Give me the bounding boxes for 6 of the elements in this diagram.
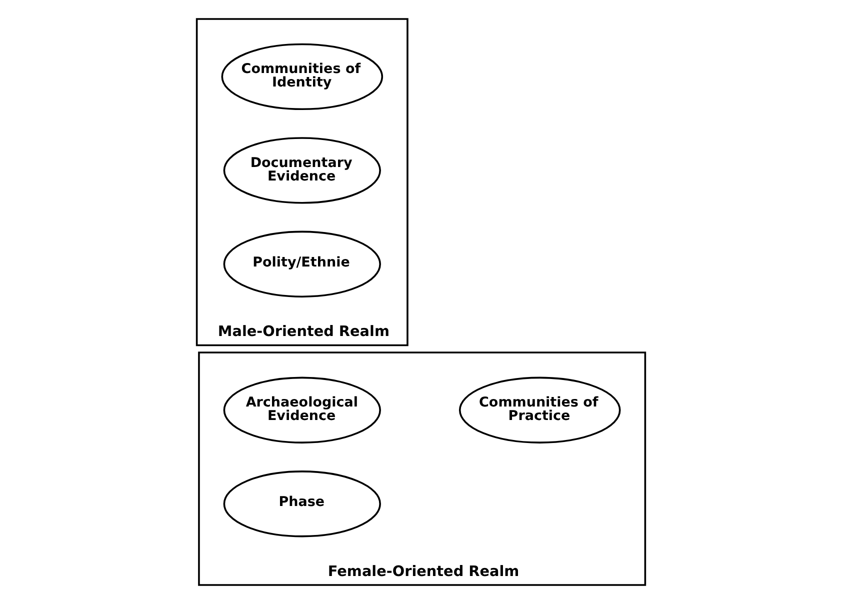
node-ellipse: Communities of Practice [458,376,620,444]
node-ellipse: Documentary Evidence [222,137,380,204]
node-ellipse: Polity/Ethnie [222,230,380,298]
node-ellipse: Archaeological Evidence [222,376,380,444]
node-ellipse: Communities of Identity [220,43,383,110]
node-ellipse: Phase [222,470,380,538]
